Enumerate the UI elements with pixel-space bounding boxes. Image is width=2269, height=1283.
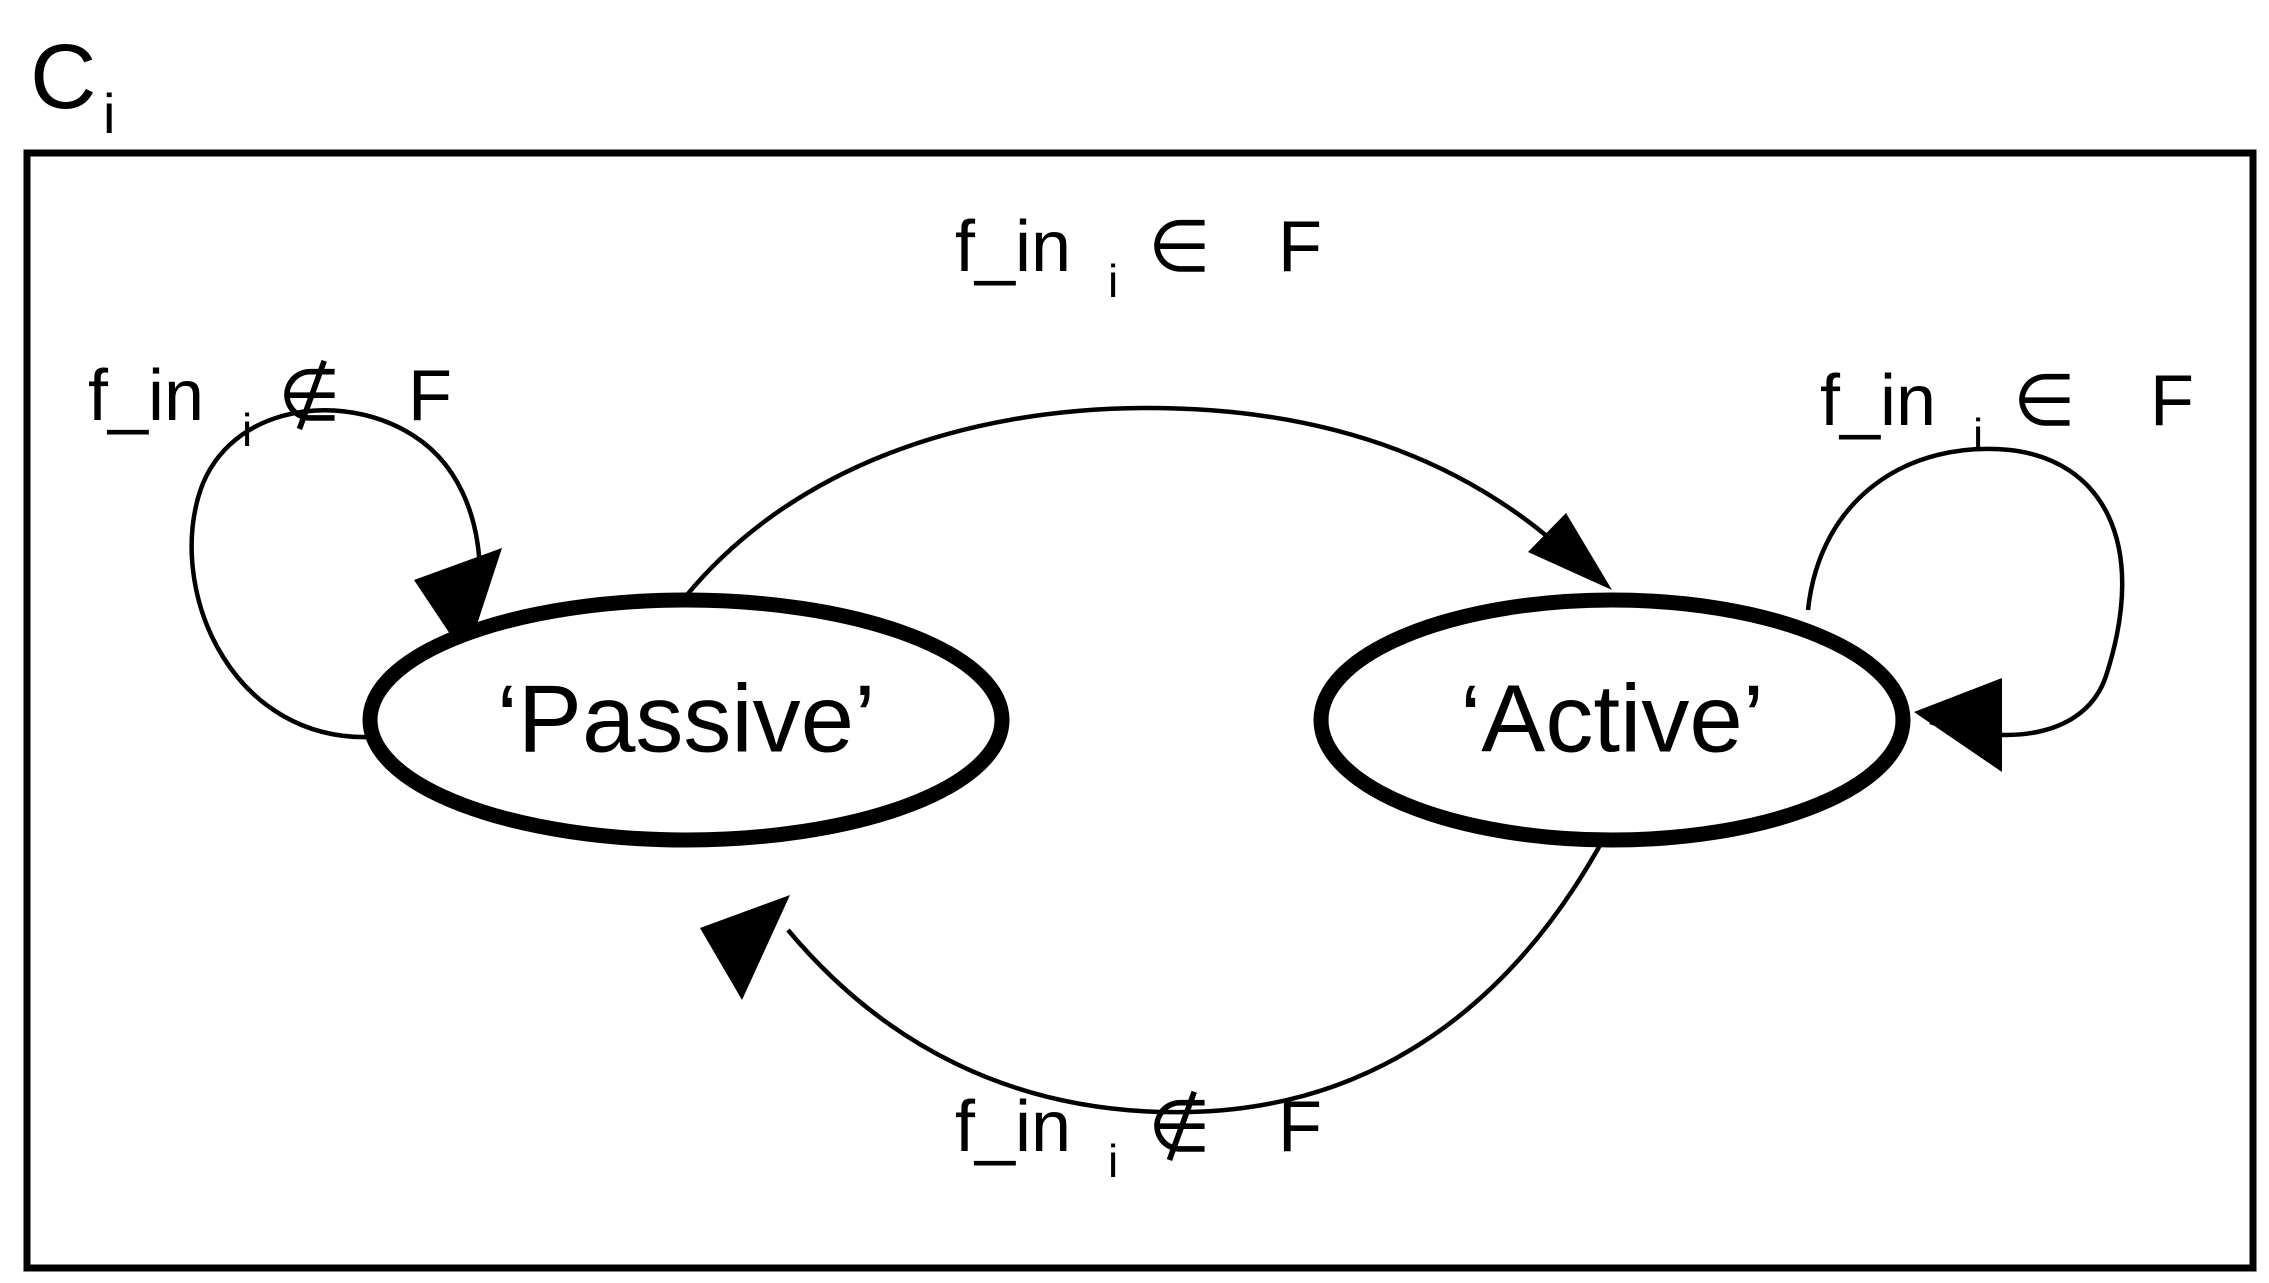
passive-state-ellipse [362, 592, 1010, 848]
active-self-loop-set: F [2150, 361, 2194, 441]
transition-passive-to-active[interactable]: f_in i ∈ F [684, 207, 1612, 598]
active-to-passive-relation: ∉ [1148, 1087, 1211, 1167]
active-to-passive-set: F [1278, 1087, 1322, 1167]
passive-self-loop-relation: ∉ [278, 356, 341, 436]
passive-state-label: ‘Passive’ [497, 665, 876, 772]
active-to-passive-arrowhead [700, 895, 790, 1000]
active-self-loop-label-base: f_in [1820, 361, 1936, 441]
state-node-active[interactable]: ‘Active’ [1313, 592, 1911, 848]
active-state-ellipse [1313, 592, 1911, 848]
passive-to-active-set: F [1278, 207, 1322, 287]
passive-self-loop-label-subscript: i [242, 404, 252, 456]
transition-passive-self-loop[interactable]: f_in i ∉ F [88, 356, 502, 740]
passive-to-active-relation: ∈ [1148, 207, 1211, 287]
passive-to-active-path [684, 405, 1576, 598]
container-frame [23, 149, 2257, 1272]
active-self-loop-relation: ∈ [2013, 361, 2076, 441]
active-to-passive-path [786, 836, 1606, 1115]
passive-self-loop-set: F [408, 356, 452, 436]
active-self-loop-label-subscript: i [1973, 409, 1983, 461]
passive-self-loop-path [189, 408, 483, 740]
passive-self-loop-label-base: f_in [88, 356, 204, 436]
container-title-subscript: i [103, 82, 115, 145]
active-self-loop-arrowhead [1914, 678, 2002, 772]
passive-self-loop-arrowhead [414, 548, 502, 658]
active-to-passive-label-subscript: i [1108, 1135, 1118, 1187]
active-state-label: ‘Active’ [1460, 665, 1764, 772]
passive-to-active-arrowhead [1528, 513, 1612, 590]
active-to-passive-label-base: f_in [955, 1087, 1071, 1167]
state-node-passive[interactable]: ‘Passive’ [362, 592, 1010, 848]
container-title-base: C [30, 26, 96, 128]
transition-active-self-loop[interactable]: f_in i ∈ F [1805, 361, 2194, 772]
passive-to-active-label-subscript: i [1108, 255, 1118, 307]
active-self-loop-path [1805, 446, 2125, 738]
transition-active-to-passive[interactable]: f_in i ∉ F [700, 836, 1606, 1187]
passive-to-active-label-base: f_in [955, 207, 1071, 287]
